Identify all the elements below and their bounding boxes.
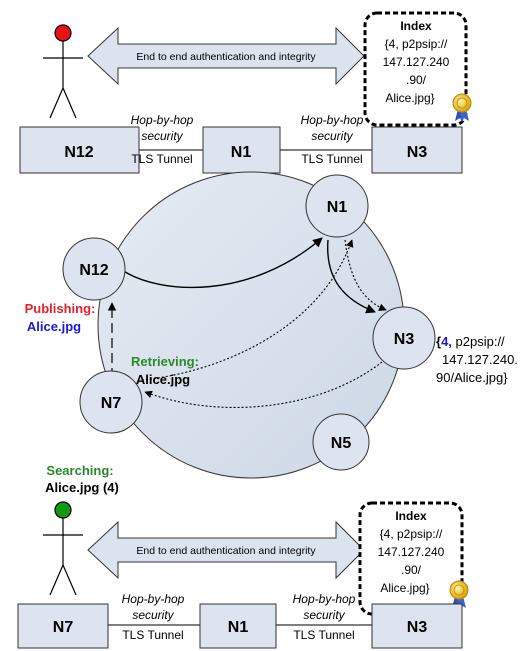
index-title: Index: [395, 509, 427, 523]
index-line: {4, p2psip://: [380, 527, 443, 541]
retrieving-file: Alice.jpg: [136, 372, 190, 387]
node-label: N12: [64, 144, 93, 161]
index-line: {4, p2psip://: [385, 37, 448, 51]
svg-text:90/Alice.jpg}: 90/Alice.jpg}: [436, 370, 508, 385]
svg-text:TLS Tunnel: TLS Tunnel: [122, 628, 183, 642]
svg-text:{4, p2psip://: {4, p2psip://: [436, 334, 505, 349]
hop-label-1: Hop-by-hop security TLS Tunnel: [122, 592, 185, 642]
svg-text:security: security: [311, 129, 353, 143]
end-to-end-label: End to end authentication and integrity: [136, 51, 316, 63]
ring-node-n1: N1: [305, 174, 369, 238]
node-box-n7: N7: [17, 603, 109, 649]
search-route-to-n3: [344, 239, 387, 311]
index-line: Alice.jpg}: [385, 91, 434, 105]
node-label: N3: [407, 619, 428, 636]
node-box-n12: N12: [19, 126, 140, 174]
node-box-n1: N1: [199, 603, 277, 649]
user-head: [54, 501, 72, 519]
ring-node-n7: N7: [79, 370, 143, 434]
svg-text:security: security: [141, 129, 183, 143]
publishing-file: Alice.jpg: [27, 319, 81, 334]
index-line: 147.127.240: [383, 55, 450, 69]
svg-text:Hop-by-hop: Hop-by-hop: [301, 113, 364, 127]
svg-text:147.127.240.: 147.127.240.: [442, 352, 518, 367]
index-line: 147.127.240: [378, 545, 445, 559]
ring-section: N1 N12 N3 N7 N5 Publishing: Alice.jpg Re…: [25, 171, 518, 495]
svg-text:N1: N1: [327, 199, 348, 216]
response-route: [144, 361, 383, 408]
svg-text:Hop-by-hop: Hop-by-hop: [131, 113, 194, 127]
node-label: N1: [231, 144, 252, 161]
retrieving-label: Retrieving:: [131, 354, 199, 369]
route-n12-n1: [121, 237, 323, 289]
svg-text:Hop-by-hop: Hop-by-hop: [293, 592, 356, 606]
ring-node-n3: N3: [372, 306, 436, 370]
svg-text:TLS Tunnel: TLS Tunnel: [293, 628, 354, 642]
node-label: N3: [407, 144, 428, 161]
searching-label: Searching:: [46, 463, 113, 478]
ring-node-n5: N5: [312, 413, 370, 471]
hop-label-1: Hop-by-hop security TLS Tunnel: [131, 113, 194, 166]
publishing-label: Publishing:: [25, 301, 96, 316]
route-n1-n3: [327, 239, 376, 314]
svg-text:Hop-by-hop: Hop-by-hop: [122, 592, 185, 606]
svg-text:N12: N12: [79, 262, 108, 279]
top-section: End to end authentication and integrity …: [19, 11, 472, 174]
svg-text:TLS Tunnel: TLS Tunnel: [301, 152, 362, 166]
ring-node-n12: N12: [62, 237, 126, 301]
searching-file: Alice.jpg (4): [45, 480, 119, 495]
index-line: .90/: [406, 73, 427, 87]
certificate-seal-icon: [452, 93, 472, 122]
user-figure-bottom: [43, 501, 83, 596]
bottom-section: End to end authentication and integrity …: [17, 501, 469, 649]
node-box-n1: N1: [202, 126, 281, 174]
user-head: [54, 24, 72, 42]
index-title: Index: [400, 19, 432, 33]
hop-label-2: Hop-by-hop security TLS Tunnel: [293, 592, 356, 642]
stored-index-text: {4, p2psip:// 147.127.240. 90/Alice.jpg}: [436, 334, 518, 385]
node-box-n3: N3: [371, 126, 463, 174]
svg-text:N7: N7: [101, 395, 122, 412]
node-label: N1: [228, 619, 249, 636]
svg-text:TLS Tunnel: TLS Tunnel: [131, 152, 192, 166]
index-line: Alice.jpg}: [380, 581, 429, 595]
user-figure-top: [43, 24, 83, 119]
index-box-top: Index {4, p2psip:// 147.127.240 .90/ Ali…: [363, 11, 472, 127]
svg-text:N5: N5: [331, 435, 352, 452]
index-box-bottom: Index {4, p2psip:// 147.127.240 .90/ Ali…: [358, 501, 469, 616]
svg-text:security: security: [303, 608, 345, 622]
end-to-end-label: End to end authentication and integrity: [136, 545, 316, 557]
hop-label-2: Hop-by-hop security TLS Tunnel: [301, 113, 364, 166]
search-route-to-n1: [141, 239, 354, 381]
node-label: N7: [53, 619, 74, 636]
node-box-n3: N3: [371, 603, 463, 649]
svg-text:security: security: [132, 608, 174, 622]
svg-text:N3: N3: [394, 331, 415, 348]
index-line: .90/: [401, 563, 422, 577]
